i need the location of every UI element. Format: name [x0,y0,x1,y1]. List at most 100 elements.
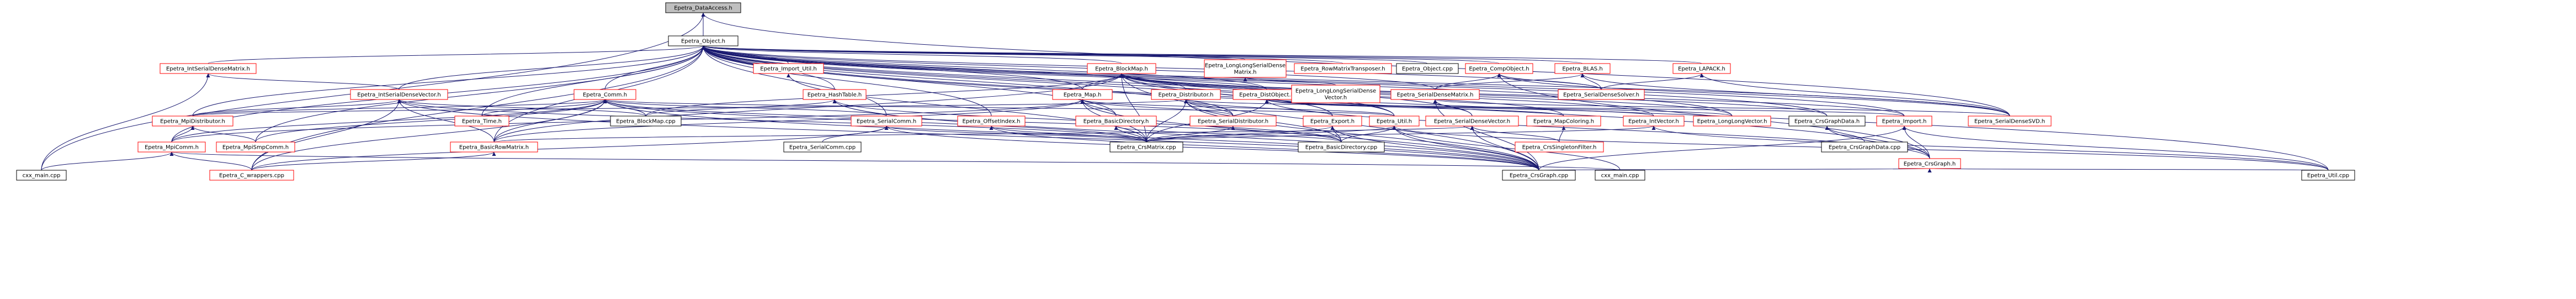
node-label: Epetra_HashTable.h [808,92,862,98]
node-blas[interactable]: Epetra_BLAS.h [1554,63,1611,74]
node-blockmap-cpp[interactable]: Epetra_BlockMap.cpp [610,116,682,127]
node-basicdirectory-cpp[interactable]: Epetra_BasicDirectory.cpp [1298,141,1385,153]
node-util-cpp[interactable]: Epetra_Util.cpp [2301,170,2355,181]
edge-c_wrappers-includes-comm [251,99,607,171]
edge-util_cpp-includes-crsgraph [1929,168,2329,173]
node-box [137,141,206,153]
node-crsmatrix-cpp[interactable]: Epetra_CrsMatrix.cpp [1109,141,1183,153]
node-distributor[interactable]: Epetra_Distributor.h [1151,89,1221,100]
node-export[interactable]: Epetra_Export.h [1303,116,1362,127]
node-label: Epetra_LongLongSerialDense [1205,63,1286,69]
node-mpismpcomm[interactable]: Epetra_MpiSmpComm.h [216,141,295,153]
node-cxx-main2[interactable]: cxx_main.cpp [1595,170,1645,181]
edge-comm-includes-object [604,45,705,90]
node-box [753,63,824,74]
node-label: Epetra_BasicDirectory.cpp [1305,145,1378,151]
edge-crsgraph_cpp-includes-hashtable [832,99,1539,171]
node-mpicomm[interactable]: Epetra_MpiComm.h [137,141,206,153]
edge-util-includes-map [1080,99,1395,117]
node-box [1502,170,1576,181]
node-object[interactable]: Epetra_Object.h [668,35,739,46]
node-intvector[interactable]: Epetra_IntVector.h [1623,116,1685,127]
node-lapack[interactable]: Epetra_LAPACK.h [1672,63,1731,74]
node-box [1425,116,1519,127]
edge-mapcoloring-includes-distobject [1265,99,1564,117]
node-serialcomm-cpp[interactable]: Epetra_SerialComm.cpp [783,141,862,153]
node-import-util[interactable]: Epetra_Import_Util.h [753,63,824,74]
node-label: Epetra_Time.h [462,119,502,125]
node-label: Epetra_IntVector.h [1628,119,1679,125]
node-serialdensesolver[interactable]: Epetra_SerialDenseSolver.h [1558,89,1645,100]
edge-basicrowmatrix-includes-map [493,99,1085,143]
node-label: Epetra_BasicRowMatrix.h [459,145,529,151]
node-box [610,116,682,127]
node-offsetindex[interactable]: Epetra_OffsetIndex.h [957,116,1026,127]
node-crsgraphdata-cpp[interactable]: Epetra_CrsGraphData.cpp [1821,141,1908,153]
node-crsgraph[interactable]: Epetra_CrsGraph.h [1898,158,1961,169]
edge-cxx_main2-includes-mpicomm [170,151,1621,171]
edge-longlongvector-includes-object [701,45,1733,117]
edge-serialdensesolver-includes-compobject [1497,73,1602,90]
node-rowmatrixtransposer[interactable]: Epetra_RowMatrixTransposer.h [1294,63,1392,74]
node-crssingletonfilter[interactable]: Epetra_CrsSingletonFilter.h [1515,141,1604,153]
node-serialdensesvd[interactable]: Epetra_SerialDenseSVD.h [1968,116,2052,127]
node-label: Epetra_SerialComm.h [857,119,916,125]
node-box [209,170,294,181]
node-c-wrappers[interactable]: Epetra_C_wrappers.cpp [209,170,294,181]
node-import[interactable]: Epetra_Import.h [1876,116,1932,127]
edge-serialdensematrix-includes-blas [1435,73,1585,90]
node-comm[interactable]: Epetra_Comm.h [573,89,636,100]
node-util[interactable]: Epetra_Util.h [1369,116,1420,127]
edge-c_wrappers-includes-serialcomm [251,125,889,171]
node-box [668,35,739,46]
node-object-cpp[interactable]: Epetra_Object.cpp [1396,63,1459,74]
node-box [1303,116,1362,127]
node-label: Epetra_CrsMatrix.cpp [1117,145,1176,151]
edge-crsmatrix_cpp-includes-blockmap [1119,73,1147,143]
node-box [1151,89,1221,100]
node-label: Epetra_Export.h [1310,119,1355,125]
node-map[interactable]: Epetra_Map.h [1052,89,1113,100]
node-label: Epetra_SerialComm.cpp [789,145,856,151]
node-mapcoloring[interactable]: Epetra_MapColoring.h [1526,116,1601,127]
edge-crsgraph_cpp-includes-import [1538,125,1906,171]
edge-basicdirectory_cpp-includes-export [1330,125,1342,143]
node-label: Epetra_DistObject.h [1239,92,1294,98]
node-intserialdensematrix[interactable]: Epetra_IntSerialDenseMatrix.h [160,63,257,74]
edge-serialdistributor-includes-map [1080,99,1234,117]
node-box [851,116,922,127]
node-hashtable[interactable]: Epetra_HashTable.h [803,89,867,100]
edge-intserialdensematrix-includes-object [208,45,705,64]
node-label: Epetra_BasicDirectory.h [1083,119,1149,125]
node-mpidistributor[interactable]: Epetra_MpiDistributor.h [152,116,233,127]
node-time[interactable]: Epetra_Time.h [454,116,509,127]
node-basicdirectory[interactable]: Epetra_BasicDirectory.h [1075,116,1157,127]
node-box [1109,141,1183,153]
node-blockmap[interactable]: Epetra_BlockMap.h [1087,63,1156,74]
edge-crsgraph_cpp-includes-offsetindex [989,125,1539,171]
node-intserialdensevector[interactable]: Epetra_IntSerialDenseVector.h [350,89,448,100]
edge-crsgraph_cpp-includes-export [1330,125,1539,171]
node-label: Epetra_IntSerialDenseMatrix.h [166,66,250,72]
edge-util_cpp-includes-import [1902,125,2329,171]
node-box [803,89,867,100]
node-label: Epetra_OffsetIndex.h [962,119,1020,125]
node-compobject[interactable]: Epetra_CompObject.h [1465,63,1533,74]
node-crsgraphdata[interactable]: Epetra_CrsGraphData.h [1788,116,1866,127]
node-serialdistributor[interactable]: Epetra_SerialDistributor.h [1189,116,1277,127]
node-longlongvector[interactable]: Epetra_LongLongVector.h [1693,116,1771,127]
node-basicrowmatrix[interactable]: Epetra_BasicRowMatrix.h [450,141,538,153]
node-serialdensevector[interactable]: Epetra_SerialDenseVector.h [1425,116,1519,127]
node-box [1558,89,1645,100]
node-cxx-main1[interactable]: cxx_main.cpp [16,170,67,181]
edge-cxx_main1-includes-mpicomm [41,151,174,171]
node-serialdensematrix[interactable]: Epetra_SerialDenseMatrix.h [1390,89,1480,100]
node-box [1087,63,1156,74]
node-label: Epetra_Util.cpp [2307,173,2349,179]
node-distobject[interactable]: Epetra_DistObject.h [1233,89,1301,100]
node-crsgraph-cpp[interactable]: Epetra_CrsGraph.cpp [1502,170,1576,181]
node-serialcomm[interactable]: Epetra_SerialComm.h [851,116,922,127]
node-box [1898,158,1961,169]
